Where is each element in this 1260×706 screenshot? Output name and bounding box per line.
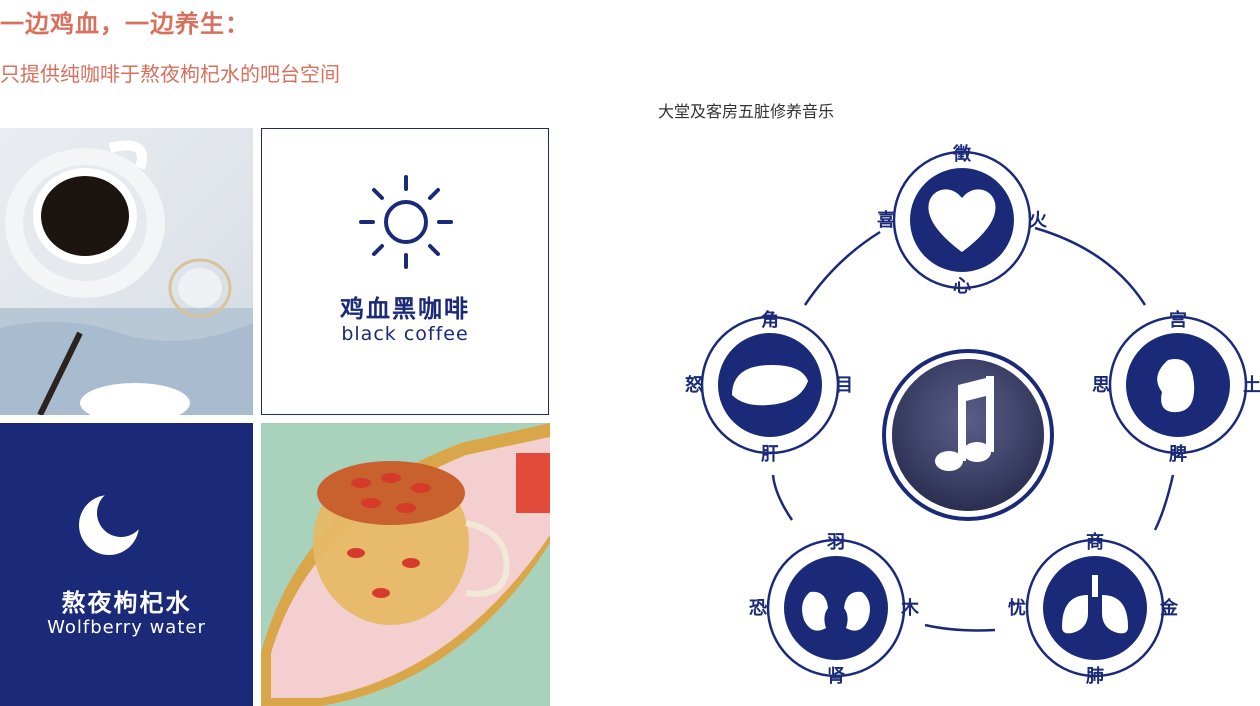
kidney-emotion: 恐: [749, 598, 767, 619]
heart-tone: 徵: [952, 143, 972, 165]
liver-tone: 角: [761, 309, 779, 331]
music-center: [882, 349, 1054, 521]
lung-element: 金: [1159, 597, 1179, 619]
page-title: 一边鸡血，一边养生：: [0, 10, 250, 38]
kidney-icon: [802, 591, 870, 631]
music-note-icon: [935, 376, 994, 471]
kidney-element: 木: [900, 597, 920, 619]
kidney-organ: 肾: [827, 666, 845, 687]
sun-icon: [359, 175, 453, 269]
lung-emotion: 忧: [1008, 597, 1026, 619]
heart-organ: 心: [953, 276, 971, 297]
lung-icon: [1062, 575, 1128, 634]
moon-icon: [79, 493, 141, 555]
black-coffee-label: 鸡血黑咖啡: [340, 295, 470, 323]
goji-tea-photo: [261, 423, 550, 706]
heart-element: 火: [1029, 210, 1048, 231]
five-organs-diagram: 徵 喜 火 心 角 怒 目 肝 宫 思 土 脾 羽 恐 木 肾: [685, 143, 1260, 687]
spleen-tone: 宫: [1169, 309, 1187, 331]
lung-tone: 商: [1086, 531, 1104, 553]
liver-element: 目: [835, 375, 853, 396]
kidney-node: 羽 恐 木 肾: [749, 532, 920, 687]
spleen-organ: 脾: [1169, 443, 1187, 465]
black-coffee-tile: 鸡血黑咖啡 black coffee: [261, 128, 549, 415]
page-subtitle: 只提供纯咖啡于熬夜枸杞水的吧台空间: [0, 62, 340, 86]
lung-organ: 肺: [1086, 666, 1104, 687]
black-coffee-label-en: black coffee: [341, 323, 469, 345]
wolfberry-label: 熬夜枸杞水: [61, 589, 192, 617]
spleen-emotion: 思: [1092, 375, 1110, 396]
lung-node: 商 忧 金 肺: [1008, 531, 1179, 687]
diagram-title: 大堂及客房五脏修养音乐: [658, 102, 835, 121]
liver-organ: 肝: [761, 444, 779, 465]
spleen-element: 土: [1243, 375, 1260, 396]
liver-icon: [732, 365, 808, 406]
kidney-tone: 羽: [827, 532, 845, 553]
heart-icon: [928, 189, 996, 252]
spleen-icon: [1157, 359, 1195, 413]
spleen-node: 宫 思 土 脾: [1092, 309, 1260, 465]
liver-node: 角 怒 目 肝: [685, 309, 853, 465]
heart-node: 徵 喜 火 心: [877, 143, 1048, 297]
coffee-photo: [0, 128, 253, 415]
liver-emotion: 怒: [685, 374, 703, 396]
wolfberry-tile: 熬夜枸杞水 Wolfberry water: [0, 423, 253, 706]
wolfberry-label-en: Wolfberry water: [47, 617, 206, 638]
heart-emotion: 喜: [877, 210, 895, 231]
